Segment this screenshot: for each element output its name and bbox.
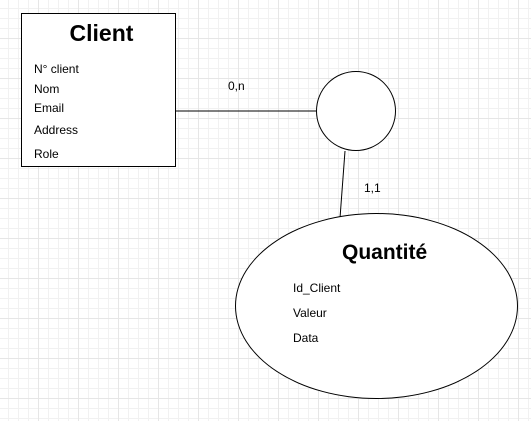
quantite-attribute-id-client: Id_Client xyxy=(293,281,341,295)
client-attribute-role: Role xyxy=(34,147,59,161)
client-entity-title: Client xyxy=(69,20,134,46)
client-attribute-email: Email xyxy=(34,101,65,115)
client-entity[interactable]: Client N° client Nom Email Address Role xyxy=(21,13,176,167)
quantite-entity-title: Quantité xyxy=(342,241,428,264)
client-attribute-nom: Nom xyxy=(34,82,60,96)
client-attribute-numero: N° client xyxy=(34,62,79,76)
connector-association-to-quantite[interactable] xyxy=(339,150,346,219)
association-circle[interactable] xyxy=(316,71,396,151)
client-attribute-address: Address xyxy=(34,123,79,137)
quantite-attribute-data: Data xyxy=(293,331,319,345)
cardinality-label-quantite: 1,1 xyxy=(364,181,381,195)
quantite-attribute-valeur: Valeur xyxy=(293,306,327,320)
quantite-entity[interactable] xyxy=(235,213,518,399)
cardinality-label-client: 0,n xyxy=(228,79,245,93)
